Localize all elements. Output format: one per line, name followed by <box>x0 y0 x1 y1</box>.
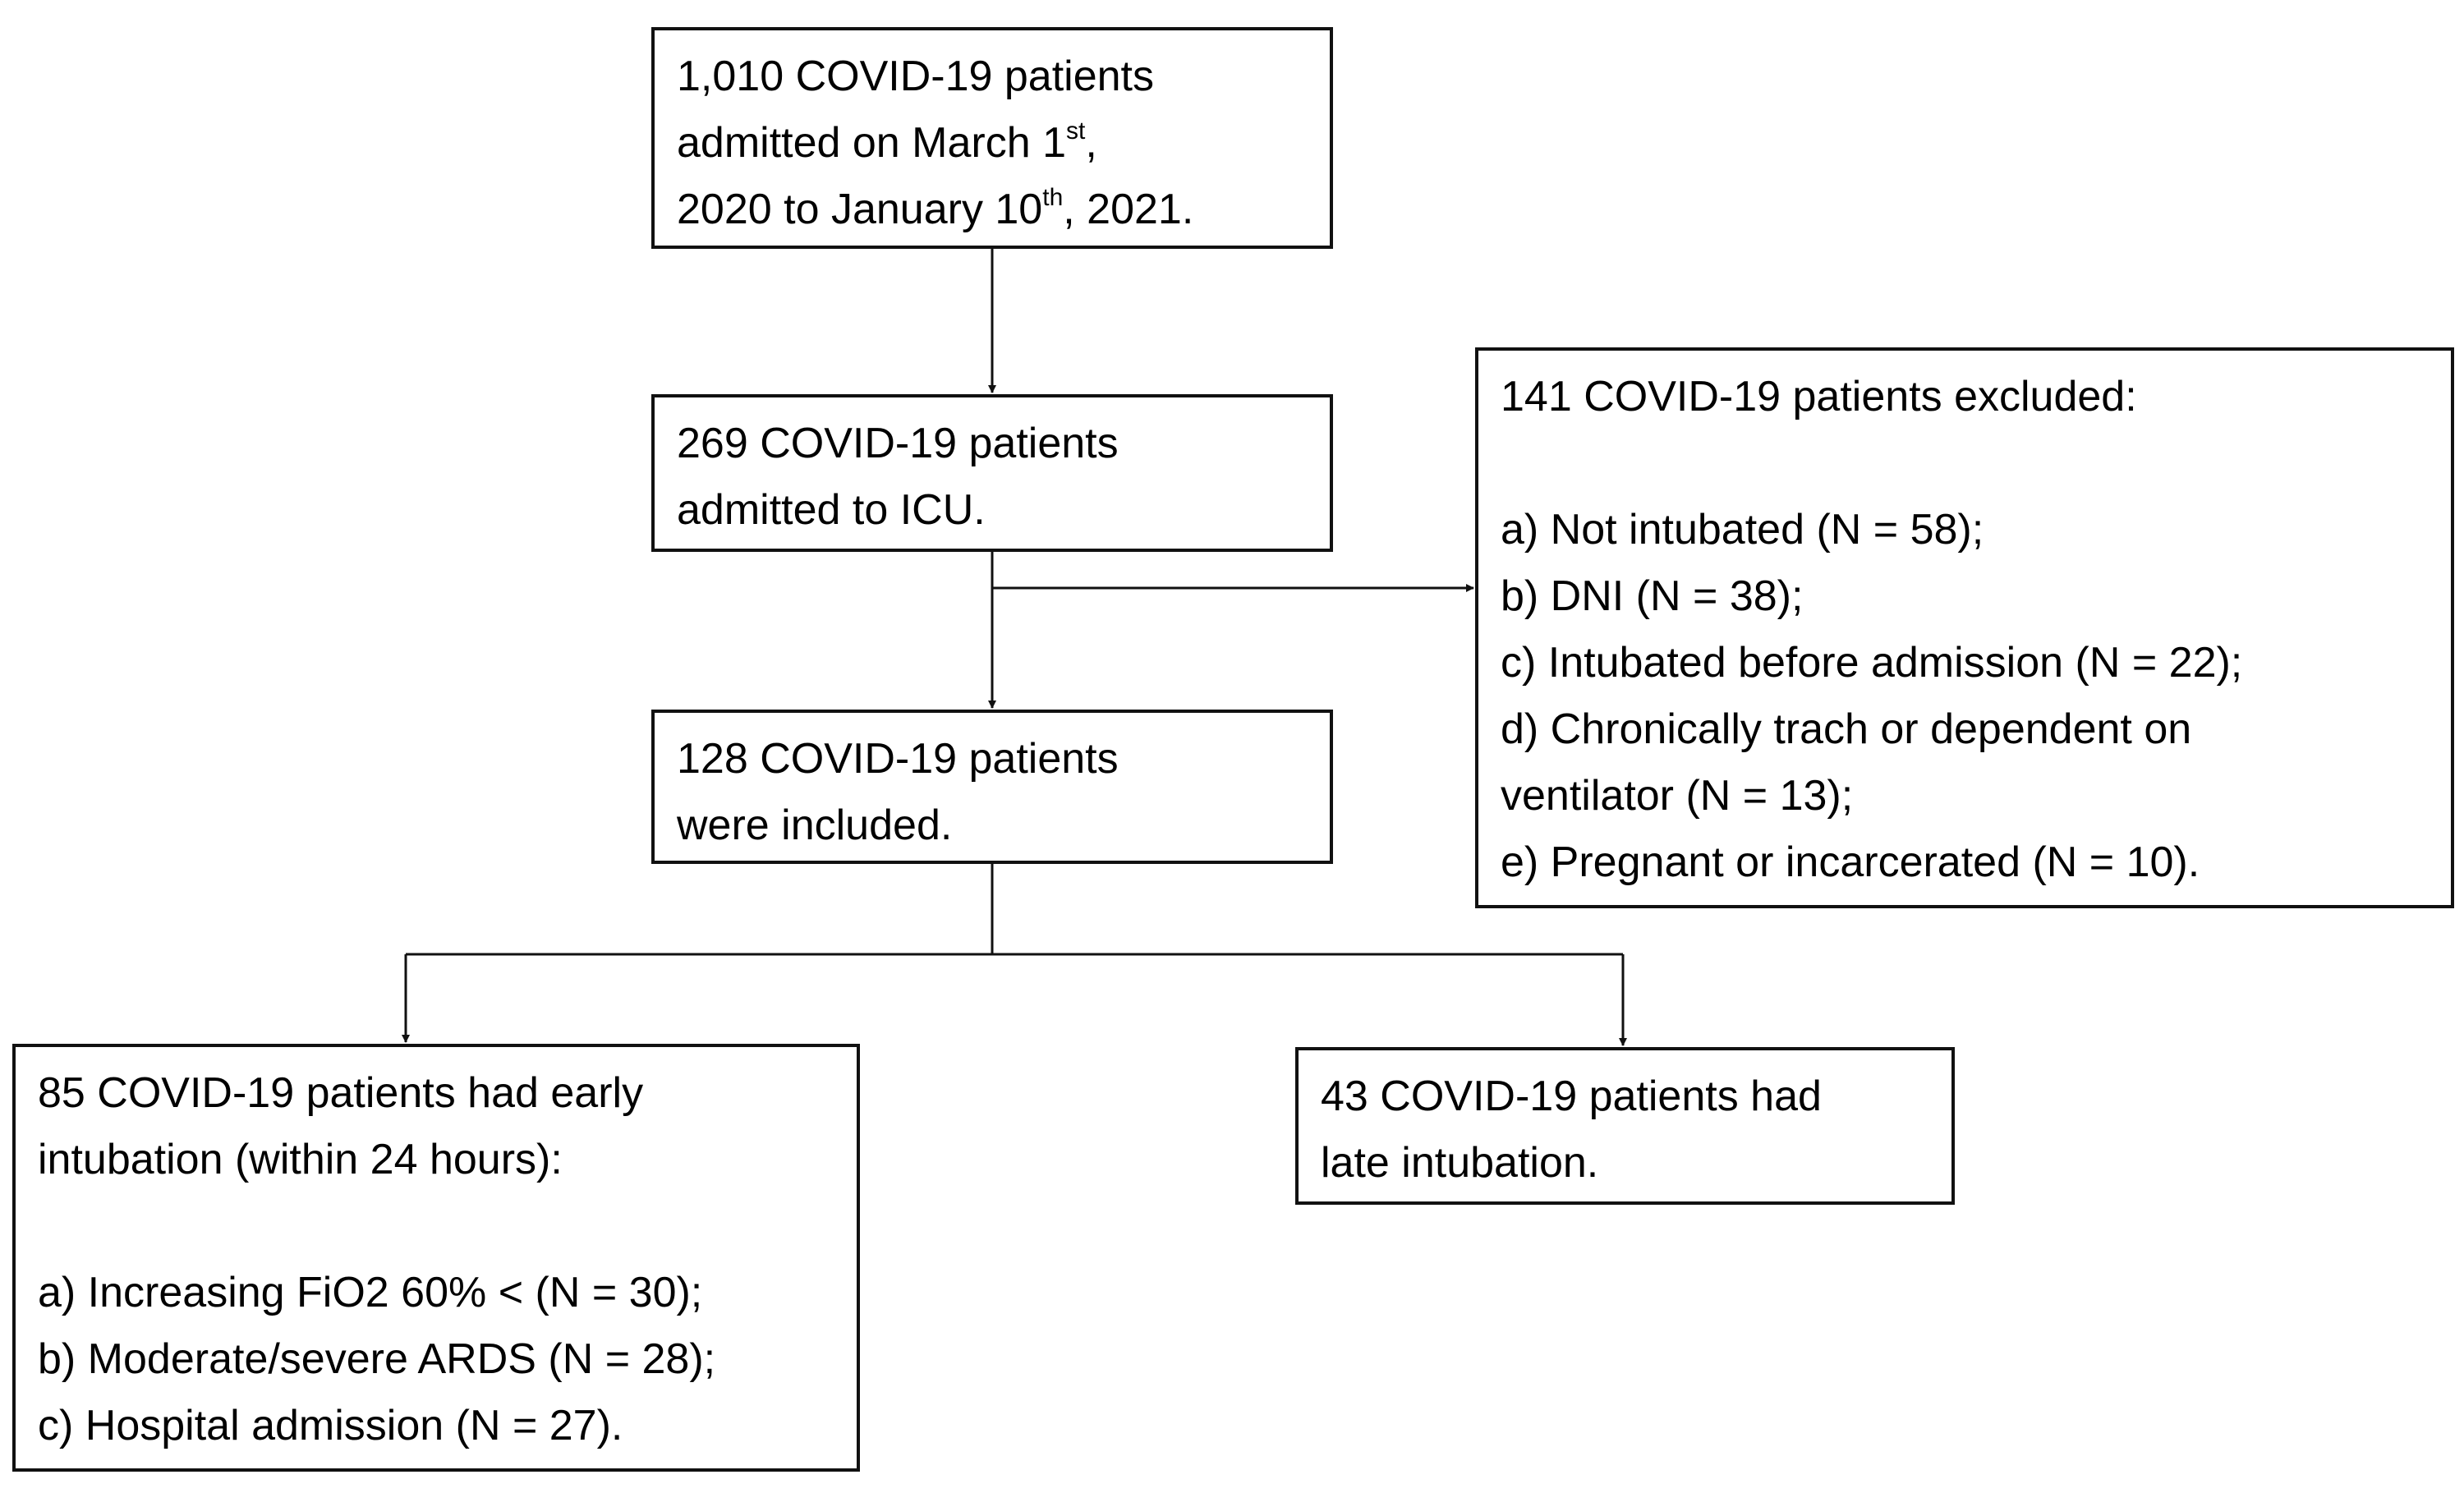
admitted-line-3: 2020 to January 10th, 2021. <box>677 177 1330 243</box>
box-excluded: 141 COVID-19 patients excluded: a) Not i… <box>1475 347 2454 908</box>
box-icu: 269 COVID-19 patients admitted to ICU. <box>651 394 1333 552</box>
included-line: 128 COVID-19 patients <box>677 735 1119 783</box>
admitted-line-2-end: , <box>1085 119 1097 167</box>
icu-line: admitted to ICU. <box>677 486 986 534</box>
excluded-item: c) Intubated before admission (N = 22); <box>1501 639 2243 687</box>
admitted-line-2: admitted on March 1st, <box>677 110 1330 177</box>
icu-line: 269 COVID-19 patients <box>677 420 1119 467</box>
excluded-item: a) Not intubated (N = 58); <box>1501 506 1984 554</box>
excluded-item: e) Pregnant or incarcerated (N = 10). <box>1501 838 2200 886</box>
late-line: late intubation. <box>1321 1139 1599 1187</box>
early-item: c) Hospital admission (N = 27). <box>38 1402 623 1449</box>
admitted-line-3-text: 2020 to January 10 <box>677 186 1043 233</box>
excluded-item: ventilator (N = 13); <box>1501 772 1854 820</box>
box-late-intubation: 43 COVID-19 patients had late intubation… <box>1295 1047 1955 1205</box>
admitted-line-2-text: admitted on March 1 <box>677 119 1067 167</box>
box-early-intubation: 85 COVID-19 patients had early intubatio… <box>12 1044 860 1472</box>
spacer <box>1501 430 2451 497</box>
excluded-item: d) Chronically trach or dependent on <box>1501 705 2192 753</box>
early-line: intubation (within 24 hours): <box>38 1136 563 1183</box>
late-line: 43 COVID-19 patients had <box>1321 1073 1822 1120</box>
admitted-line-3-end: , 2021. <box>1063 186 1194 233</box>
ordinal-suffix: st <box>1066 117 1086 145</box>
excluded-item: b) DNI (N = 38); <box>1501 572 1804 620</box>
excluded-title: 141 COVID-19 patients excluded: <box>1501 373 2137 420</box>
box-included: 128 COVID-19 patients were included. <box>651 710 1333 864</box>
early-item: a) Increasing FiO2 60% < (N = 30); <box>38 1269 703 1316</box>
early-line: 85 COVID-19 patients had early <box>38 1069 644 1117</box>
box-admitted: 1,010 COVID-19 patients admitted on Marc… <box>651 27 1333 249</box>
admitted-line-1: 1,010 COVID-19 patients <box>677 53 1154 100</box>
early-item: b) Moderate/severe ARDS (N = 28); <box>38 1335 716 1383</box>
spacer <box>38 1193 857 1260</box>
included-line: were included. <box>677 802 953 849</box>
ordinal-suffix: th <box>1042 184 1064 211</box>
